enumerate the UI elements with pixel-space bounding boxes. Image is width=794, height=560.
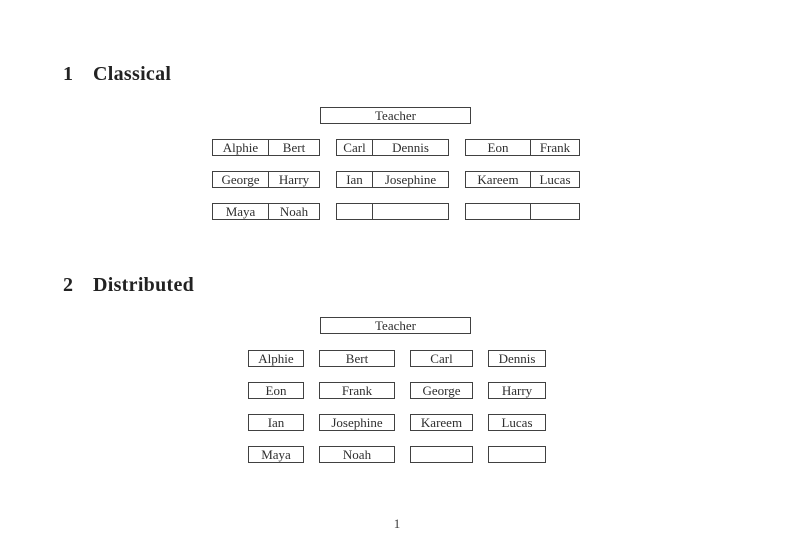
desk-pair: George Harry [212, 171, 320, 188]
section-number: 2 [63, 274, 74, 296]
seat-cell [531, 204, 579, 219]
seat-cell: Alphie [248, 350, 304, 367]
desk-pair: Carl Dennis [336, 139, 449, 156]
seat-cell: Ian [337, 172, 373, 187]
seat-cell [410, 446, 473, 463]
seat-cell: Bert [319, 350, 395, 367]
distributed-row-1: Alphie Bert Carl Dennis [248, 350, 546, 367]
distributed-row-2: Eon Frank George Harry [248, 382, 546, 399]
teacher-label: Teacher [375, 107, 416, 123]
section-number: 1 [63, 63, 74, 85]
seat-cell: Carl [410, 350, 473, 367]
seat-cell: George [213, 172, 269, 187]
desk-pair: Ian Josephine [336, 171, 449, 188]
desk-pair-empty [465, 203, 580, 220]
seat-cell: Alphie [213, 140, 269, 155]
section-heading-distributed: 2 Distributed [63, 274, 194, 297]
seat-cell: Eon [466, 140, 531, 155]
desk-pair-empty [336, 203, 449, 220]
desk-pair: Eon Frank [465, 139, 580, 156]
seat-cell: Ian [248, 414, 304, 431]
seat-cell: Dennis [488, 350, 546, 367]
section-title: Distributed [93, 274, 195, 296]
seat-cell: George [410, 382, 473, 399]
seat-cell: Maya [248, 446, 304, 463]
seat-cell: Harry [278, 172, 310, 187]
desk-pair: Alphie Bert [212, 139, 320, 156]
teacher-box-classical: Teacher [320, 107, 471, 124]
classical-row-2: George Harry Ian Josephine Kareem Lucas [212, 171, 580, 188]
section-heading-classical: 1 Classical [63, 63, 171, 86]
seat-cell: Kareem [466, 172, 531, 187]
desk-pair: Kareem Lucas [465, 171, 580, 188]
seat-cell: Noah [319, 446, 395, 463]
seat-cell: Frank [539, 140, 571, 155]
seat-cell [466, 204, 531, 219]
seat-cell: Maya [213, 204, 269, 219]
page-number: 1 [393, 516, 401, 531]
distributed-row-3: Ian Josephine Kareem Lucas [248, 414, 546, 431]
seat-cell [337, 204, 373, 219]
classical-row-1: Alphie Bert Carl Dennis Eon Frank [212, 139, 580, 156]
seat-cell: Harry [488, 382, 546, 399]
seat-cell: Lucas [488, 414, 546, 431]
seat-cell: Josephine [319, 414, 395, 431]
desk-pair: Maya Noah [212, 203, 320, 220]
seat-cell: Dennis [392, 140, 429, 155]
seat-cell: Noah [279, 204, 309, 219]
seat-cell: Bert [282, 140, 306, 155]
teacher-box-distributed: Teacher [320, 317, 471, 334]
seat-cell [488, 446, 546, 463]
teacher-label: Teacher [375, 317, 416, 333]
seat-cell: Kareem [410, 414, 473, 431]
seat-cell [373, 204, 448, 219]
section-title: Classical [93, 63, 172, 85]
seat-cell: Frank [319, 382, 395, 399]
seat-cell: Lucas [539, 172, 571, 187]
classical-row-3: Maya Noah [212, 203, 580, 220]
seat-cell: Josephine [384, 172, 437, 187]
distributed-row-4: Maya Noah [248, 446, 546, 463]
seat-cell: Eon [248, 382, 304, 399]
seat-cell: Carl [337, 140, 373, 155]
